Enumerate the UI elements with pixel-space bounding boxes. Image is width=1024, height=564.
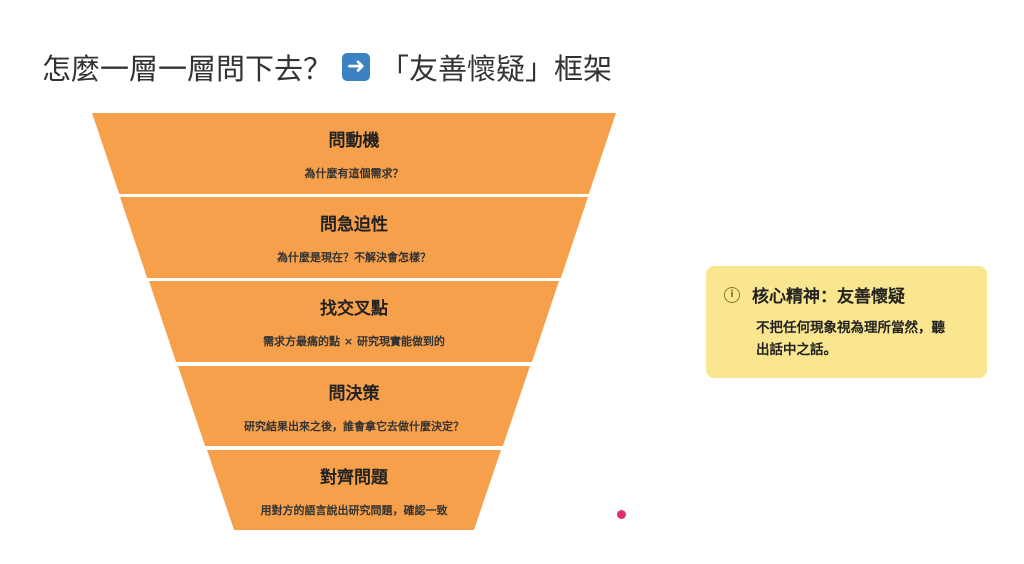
title-prefix: 怎麼一層一層問下去？ xyxy=(42,52,333,86)
core-spirit-callout: i 核心精神：友善懷疑 不把任何現象視為理所當然，聽出話中之話。 xyxy=(706,266,987,378)
layer-heading: 找交叉點 xyxy=(320,299,388,319)
funnel-layer-1: 問動機 為什麼有這個需求？ xyxy=(92,113,616,194)
funnel-layer-2: 問急迫性 為什麼是現在？不解決會怎樣？ xyxy=(120,197,588,278)
layer-sub: 為什麼有這個需求？ xyxy=(304,167,404,180)
layer-heading: 對齊問題 xyxy=(320,467,388,488)
callout-title: 核心精神：友善懷疑 xyxy=(752,287,905,307)
funnel-layer-3: 找交叉點 需求方最痛的點 × 研究現實能做到的 xyxy=(149,281,559,362)
layer-heading: 問急迫性 xyxy=(320,215,388,235)
layer-sub: 需求方最痛的點 × 研究現實能做到的 xyxy=(263,335,445,348)
layer-heading: 問動機 xyxy=(328,131,380,151)
callout-body: 不把任何現象視為理所當然，聽出話中之話。 xyxy=(756,320,945,358)
funnel-layer-5: 對齊問題 用對方的語言說出研究問題，確認一致 xyxy=(207,450,501,530)
funnel-layer-4: 問決策 研究結果出來之後，誰會拿它去做什麼決定？ xyxy=(178,366,530,446)
right-arrow-icon: ➜ xyxy=(342,53,371,81)
layer-sub: 用對方的語言說出研究問題，確認一致 xyxy=(260,503,448,517)
info-icon: i xyxy=(724,286,740,303)
layer-sub: 為什麼是現在？不解決會怎樣？ xyxy=(277,251,431,264)
slide-title: 怎麼一層一層問下去？ ➜ 「友善懷疑」框架 xyxy=(42,46,612,88)
layer-sub: 研究結果出來之後，誰會拿它去做什麼決定？ xyxy=(244,419,464,433)
layer-heading: 問決策 xyxy=(328,383,380,404)
laser-pointer-dot xyxy=(617,510,626,519)
title-suffix: 「友善懷疑」框架 xyxy=(380,52,613,86)
